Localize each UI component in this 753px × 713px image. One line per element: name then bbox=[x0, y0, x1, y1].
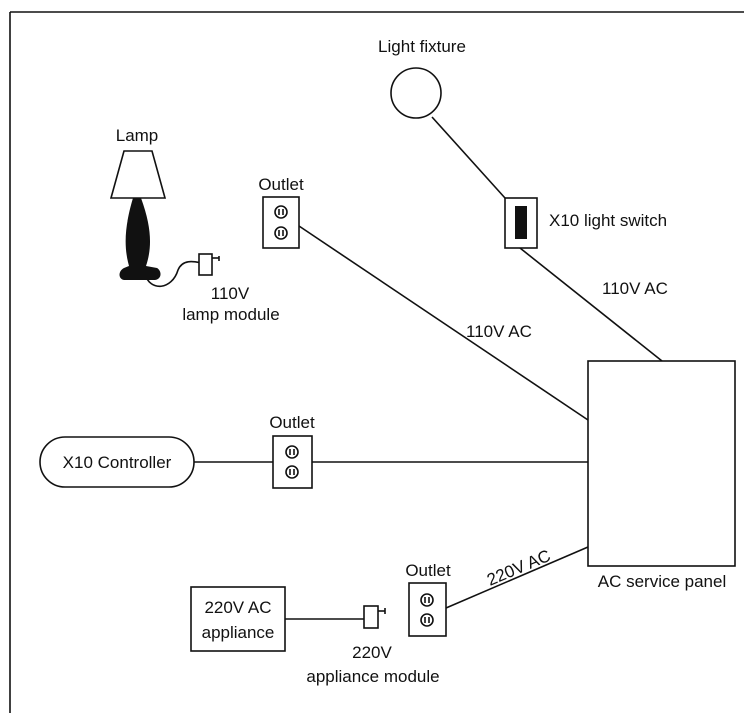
x10-controller-icon bbox=[39, 436, 195, 488]
lamp-cord bbox=[144, 260, 203, 288]
wire-switch-to-panel bbox=[519, 247, 663, 362]
outlet-middle-socket-1 bbox=[285, 445, 299, 459]
x10-light-switch-label: X10 light switch bbox=[549, 211, 667, 230]
wire-outlet-bottom-to-panel bbox=[445, 546, 589, 609]
outlet-middle-label: Outlet bbox=[269, 413, 315, 432]
outlet-bottom-socket-1 bbox=[420, 593, 434, 607]
lamp-module-icon bbox=[198, 253, 213, 276]
light-fixture-label: Light fixture bbox=[378, 37, 466, 56]
outlet-bottom-icon bbox=[408, 582, 447, 637]
lamp-label: Lamp bbox=[116, 126, 159, 145]
outlet-top-socket-2 bbox=[274, 226, 288, 240]
lamp-module-label-name: lamp module bbox=[182, 305, 279, 324]
appliance-label-voltage: 220V AC bbox=[204, 598, 271, 617]
wire-outlet-top-to-panel bbox=[298, 225, 589, 421]
switch-voltage-label: 110V AC bbox=[602, 279, 668, 298]
switch-toggle bbox=[515, 206, 527, 239]
lamp-base-icon bbox=[119, 198, 161, 280]
light-fixture-icon bbox=[390, 67, 442, 119]
lamp-module-label-voltage: 110V bbox=[211, 284, 250, 303]
lamp-shade-icon bbox=[109, 150, 167, 199]
wire-fixture-to-switch bbox=[431, 116, 506, 199]
appliance-module-label-name: appliance module bbox=[306, 667, 439, 686]
ac-service-panel-icon bbox=[587, 360, 736, 567]
appliance-label-name: appliance bbox=[202, 623, 275, 642]
outlet-top-icon bbox=[262, 196, 300, 249]
outlet-top-label: Outlet bbox=[258, 175, 304, 194]
wire-220-voltage-label: 220V AC bbox=[484, 546, 553, 590]
appliance-module-icon bbox=[363, 605, 379, 629]
ac-service-panel-label: AC service panel bbox=[598, 572, 727, 591]
appliance-icon bbox=[190, 586, 286, 652]
appliance-module-label-voltage: 220V bbox=[352, 643, 392, 662]
outlet-bottom-label: Outlet bbox=[405, 561, 451, 580]
outlet-top-voltage-label: 110V AC bbox=[466, 322, 532, 341]
outlet-middle-socket-2 bbox=[285, 465, 299, 479]
x10-controller-label: X10 Controller bbox=[63, 453, 172, 472]
outlet-middle-icon bbox=[272, 435, 313, 489]
outlet-bottom-socket-2 bbox=[420, 613, 434, 627]
outlet-top-socket-1 bbox=[274, 205, 288, 219]
